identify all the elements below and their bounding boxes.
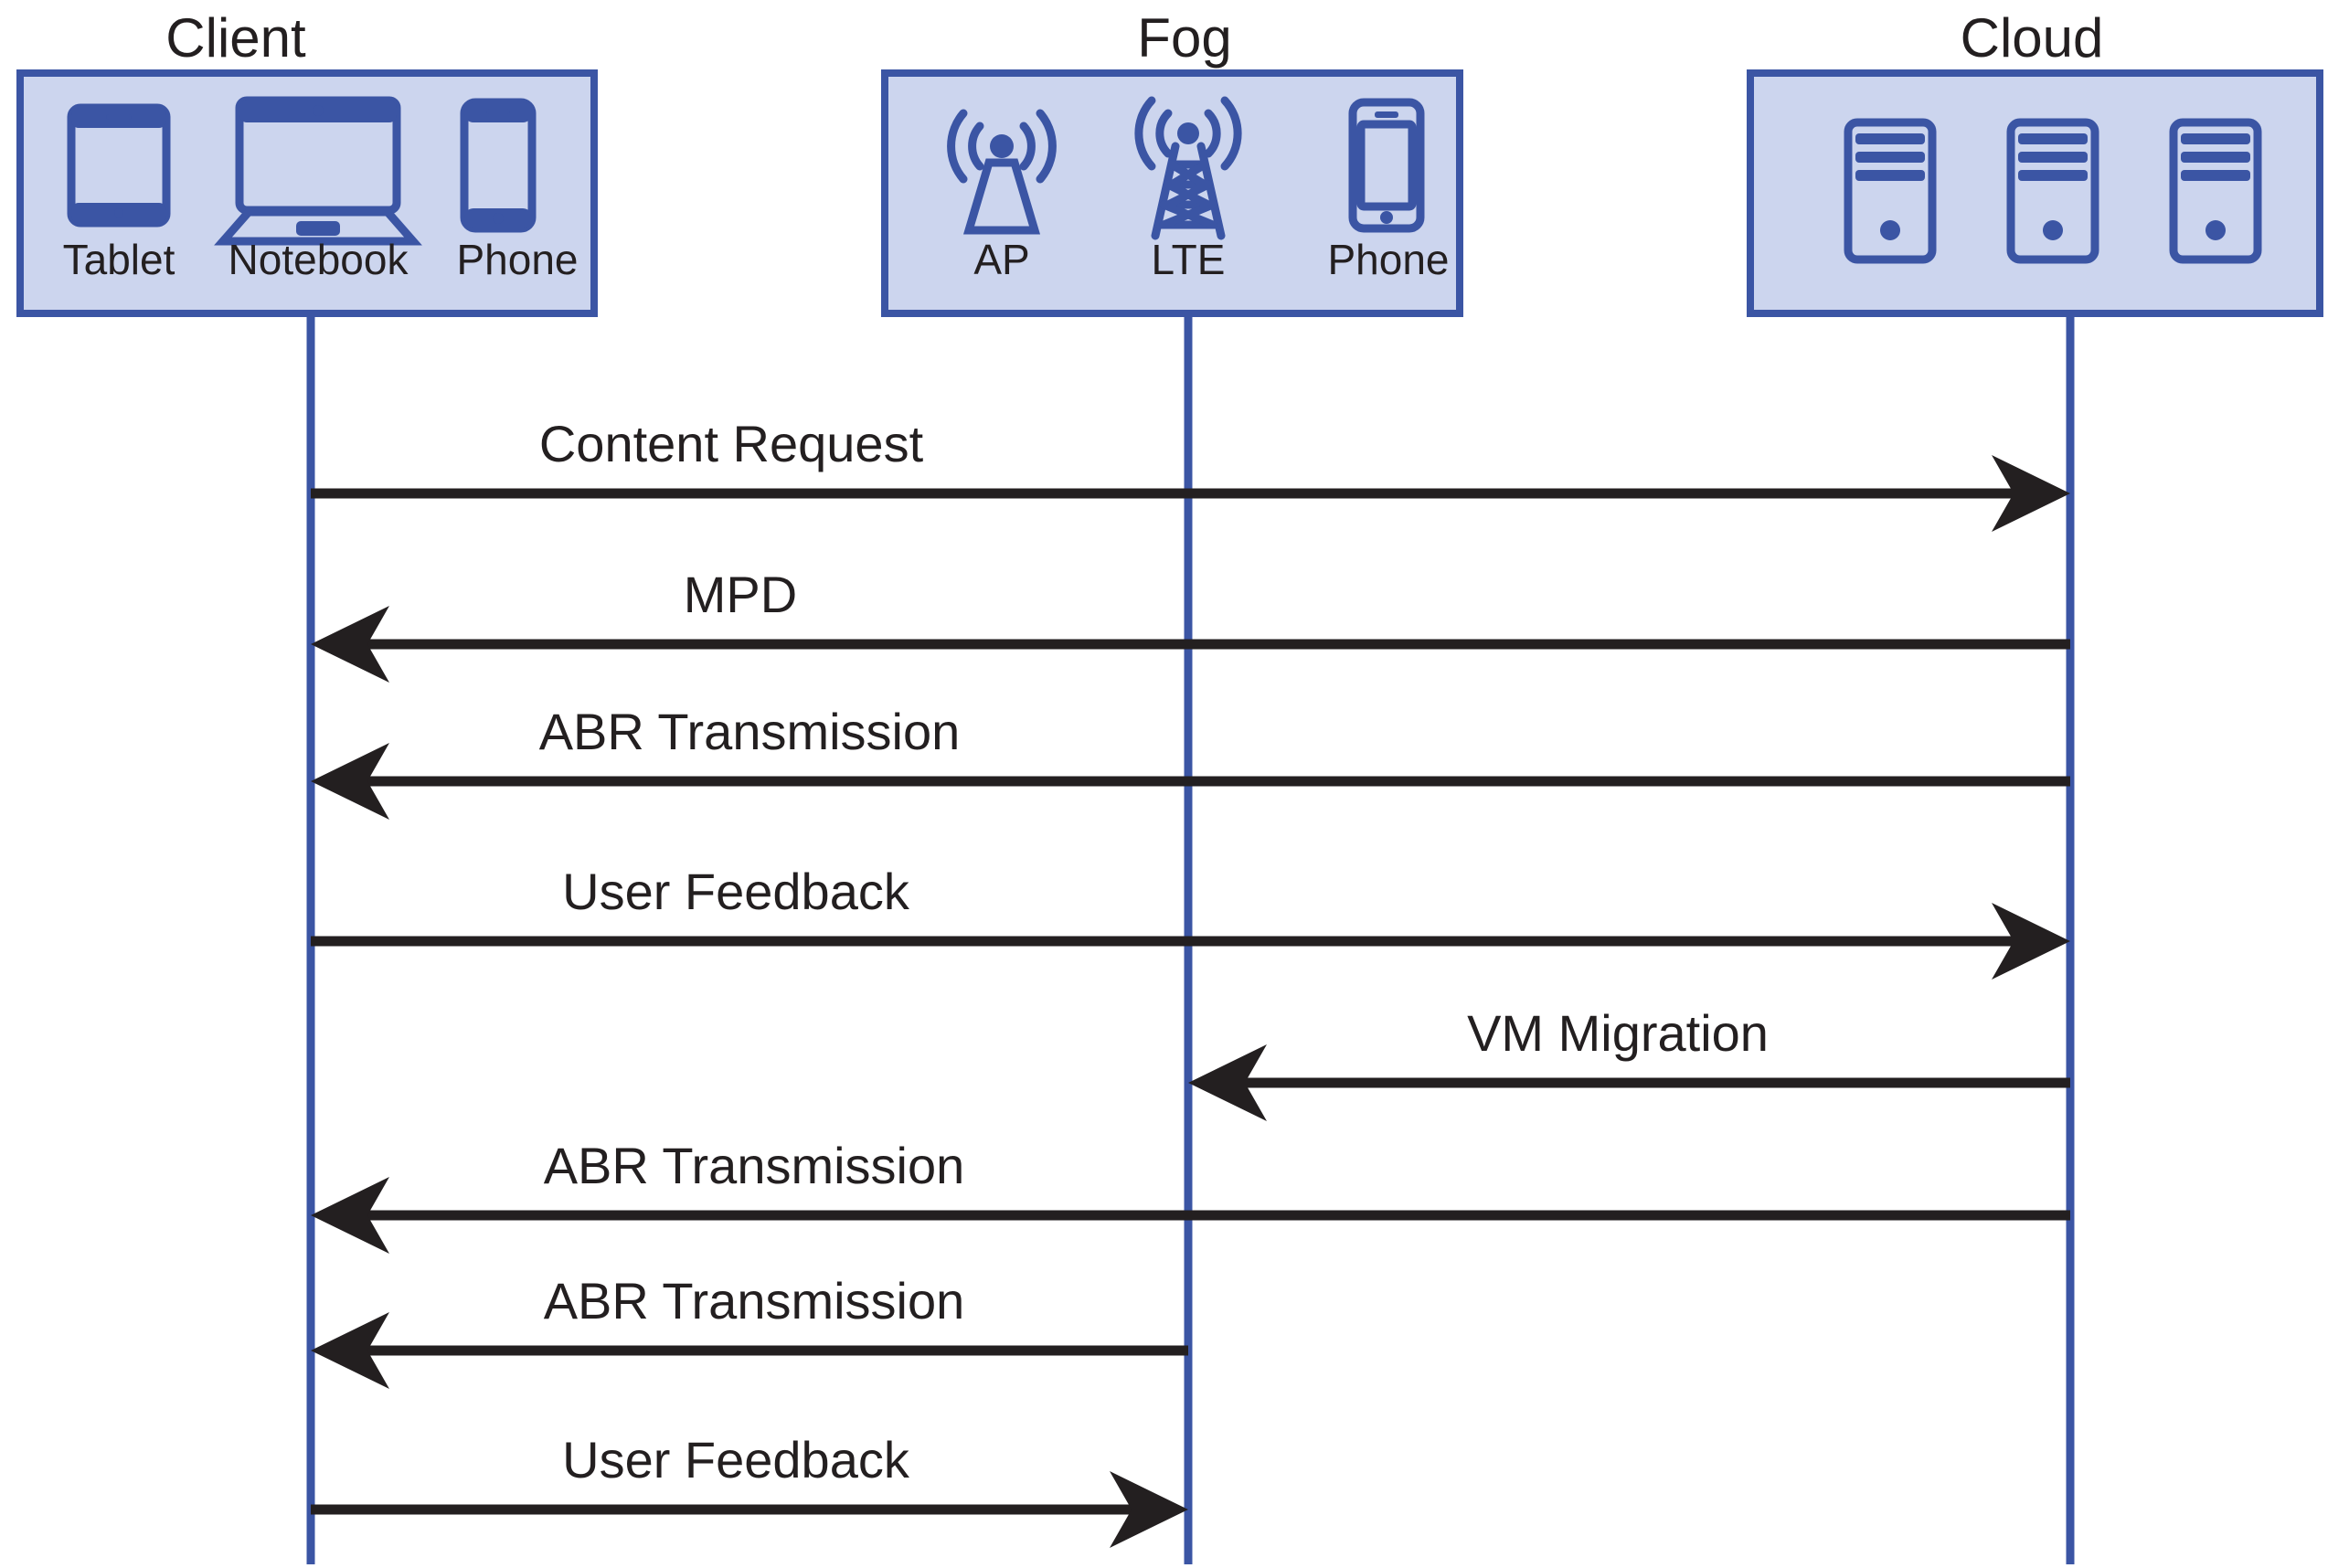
- message-label: ABR Transmission: [544, 1272, 965, 1330]
- message-user-feedback-1[interactable]: User Feedback: [311, 863, 2070, 980]
- device-label-notebook: Notebook: [229, 236, 409, 283]
- cell-tower-icon: [1134, 96, 1242, 240]
- message-abr-transmission-2[interactable]: ABR Transmission: [311, 1137, 2070, 1254]
- wifi-access-point-icon: [947, 109, 1057, 235]
- message-label: User Feedback: [562, 863, 910, 920]
- notebook-icon: [214, 96, 422, 246]
- phone-icon: [460, 98, 537, 233]
- phone-icon: [1348, 98, 1425, 233]
- device-label-phone-client: Phone: [456, 236, 578, 283]
- participant-title-fog: Fog: [1137, 7, 1231, 69]
- message-content-request[interactable]: Content Request: [311, 415, 2070, 532]
- message-label: VM Migration: [1467, 1004, 1769, 1062]
- message-abr-transmission-1[interactable]: ABR Transmission: [311, 703, 2070, 820]
- participant-title-client: Client: [165, 7, 306, 69]
- participant-cloud[interactable]: Cloud: [1747, 7, 2323, 317]
- tablet-icon: [67, 103, 171, 228]
- message-label: ABR Transmission: [544, 1137, 965, 1194]
- server-tower-icon: [1844, 118, 1937, 264]
- message-abr-transmission-3[interactable]: ABR Transmission: [311, 1272, 1188, 1389]
- participant-title-cloud: Cloud: [1961, 7, 2104, 69]
- participant-client[interactable]: Client Tablet Notebook: [16, 7, 598, 317]
- participant-fog[interactable]: Fog AP LTE: [881, 7, 1463, 317]
- server-tower-icon: [2169, 118, 2262, 264]
- server-tower-icon: [2006, 118, 2099, 264]
- device-label-ap: AP: [973, 236, 1029, 283]
- device-label-phone-fog: Phone: [1327, 236, 1449, 283]
- message-user-feedback-2[interactable]: User Feedback: [311, 1431, 1188, 1548]
- message-label: ABR Transmission: [539, 703, 961, 760]
- message-label: MPD: [684, 566, 797, 623]
- device-label-lte: LTE: [1152, 236, 1226, 283]
- participant-box-cloud: [1747, 69, 2323, 317]
- message-label: User Feedback: [562, 1431, 910, 1489]
- message-vm-migration[interactable]: VM Migration: [1188, 1004, 2070, 1121]
- message-label: Content Request: [539, 415, 924, 472]
- message-mpd[interactable]: MPD: [311, 566, 2070, 683]
- device-label-tablet: Tablet: [63, 236, 175, 283]
